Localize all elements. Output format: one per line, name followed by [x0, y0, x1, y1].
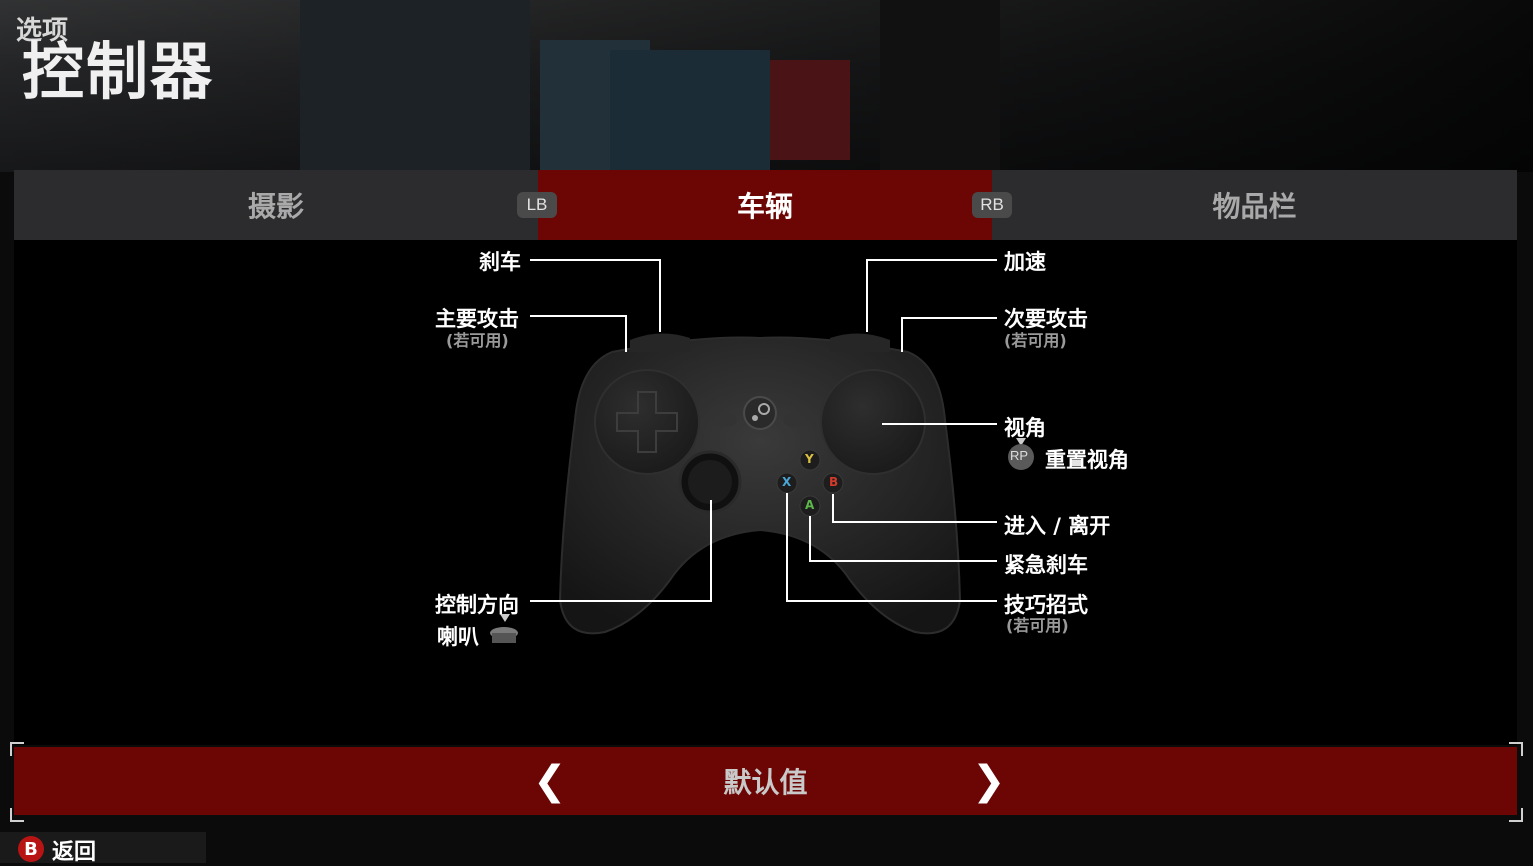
b-button-back-icon[interactable]: B — [18, 836, 44, 862]
corner-bracket — [1509, 742, 1523, 756]
preset-label: 默认值 — [723, 766, 808, 799]
label-reset-camera: 重置视角 — [1045, 448, 1129, 472]
tab-bar: 摄影 车辆 物品栏 — [14, 170, 1517, 240]
label-camera: 视角 — [1004, 416, 1046, 440]
right-trackpad — [820, 369, 926, 475]
note-trick: (若可用) — [1006, 616, 1069, 635]
rp-key-label: RP — [1010, 448, 1029, 463]
tab-inventory[interactable]: 物品栏 — [1212, 190, 1297, 223]
note-primary-attack: (若可用) — [446, 331, 509, 350]
tab-camera[interactable]: 摄影 — [247, 190, 304, 223]
lb-bumper-icon[interactable]: LB — [517, 192, 557, 218]
corner-bracket — [10, 808, 24, 822]
label-handbrake: 紧急刹车 — [1004, 553, 1088, 577]
y-button-icon: Y — [805, 452, 814, 466]
label-secondary-attack: 次要攻击 — [1004, 307, 1088, 331]
label-brake: 刹车 — [479, 250, 521, 274]
note-secondary-attack: (若可用) — [1004, 331, 1067, 350]
back-button[interactable]: 返回 — [52, 840, 97, 865]
left-trackpad — [594, 369, 700, 475]
label-horn: 喇叭 — [437, 625, 479, 649]
background-scene — [0, 0, 1533, 172]
label-primary-attack: 主要攻击 — [435, 307, 519, 331]
preset-selector[interactable]: 默认值 — [14, 747, 1517, 815]
b-button-icon: B — [829, 475, 839, 489]
rb-bumper-icon[interactable]: RB — [972, 192, 1012, 218]
label-accelerate: 加速 — [1004, 250, 1046, 274]
breadcrumb-options: 选项 — [16, 16, 69, 46]
corner-bracket — [1509, 808, 1523, 822]
label-steer: 控制方向 — [435, 593, 519, 617]
x-button-icon: X — [782, 475, 792, 489]
rp-badge-icon — [1008, 444, 1034, 470]
corner-bracket — [10, 742, 24, 756]
label-enter-exit: 进入 / 离开 — [1004, 514, 1111, 538]
page-title: 控制器 — [22, 35, 215, 108]
a-button-icon: A — [805, 498, 815, 512]
label-trick: 技巧招式 — [1004, 593, 1088, 617]
next-preset-button[interactable]: ❯ — [972, 758, 1006, 804]
tab-vehicle[interactable]: 车辆 — [538, 170, 992, 240]
prev-preset-button[interactable]: ❮ — [533, 758, 567, 804]
